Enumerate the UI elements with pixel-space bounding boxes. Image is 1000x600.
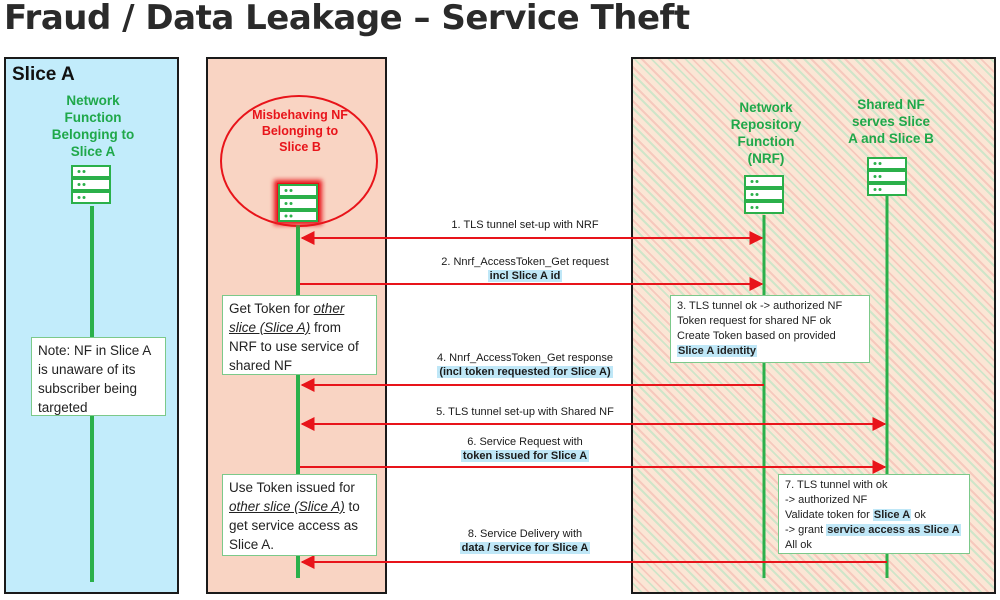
misbehaving-nf-label: Misbehaving NF Belonging to Slice B — [252, 108, 348, 154]
page-title: Fraud / Data Leakage – Service Theft — [4, 0, 690, 38]
msg-5-label: 5. TLS tunnel set-up with Shared NF — [436, 406, 614, 418]
msg-1-label: 1. TLS tunnel set-up with NRF — [451, 219, 599, 231]
msg-2-detail: incl Slice A id — [487, 270, 563, 282]
shared-nf-label: Shared NF serves Slice A and Slice B — [848, 97, 934, 146]
get-token-note: Get Token for other slice (Slice A) from… — [222, 295, 377, 375]
msg-8-detail: data / service for Slice A — [459, 542, 591, 554]
nf-slice-a-label: Network Function Belonging to Slice A — [51, 93, 135, 159]
misbehaving-server-icon — [278, 184, 318, 222]
msg-4-detail: (incl token requested for Slice A) — [437, 366, 613, 378]
nrf-server-icon — [744, 175, 784, 214]
slice-a-label: Slice A — [12, 64, 75, 85]
shared-nf-note: 7. TLS tunnel with ok -> authorized NF V… — [778, 474, 970, 554]
nrf-note: 3. TLS tunnel ok -> authorized NF Token … — [670, 295, 870, 363]
use-token-note: Use Token issued for other slice (Slice … — [222, 474, 377, 556]
nrf-label: Network Repository Function (NRF) — [730, 100, 802, 166]
server-icon — [71, 165, 111, 204]
shared-nf-server-icon — [867, 157, 907, 196]
msg-6-detail: token issued for Slice A — [460, 450, 590, 462]
msg-4-label: 4. Nnrf_AccessToken_Get response(incl to… — [436, 352, 614, 378]
slice-a-note: Note: NF in Slice A is unaware of its su… — [31, 337, 166, 416]
